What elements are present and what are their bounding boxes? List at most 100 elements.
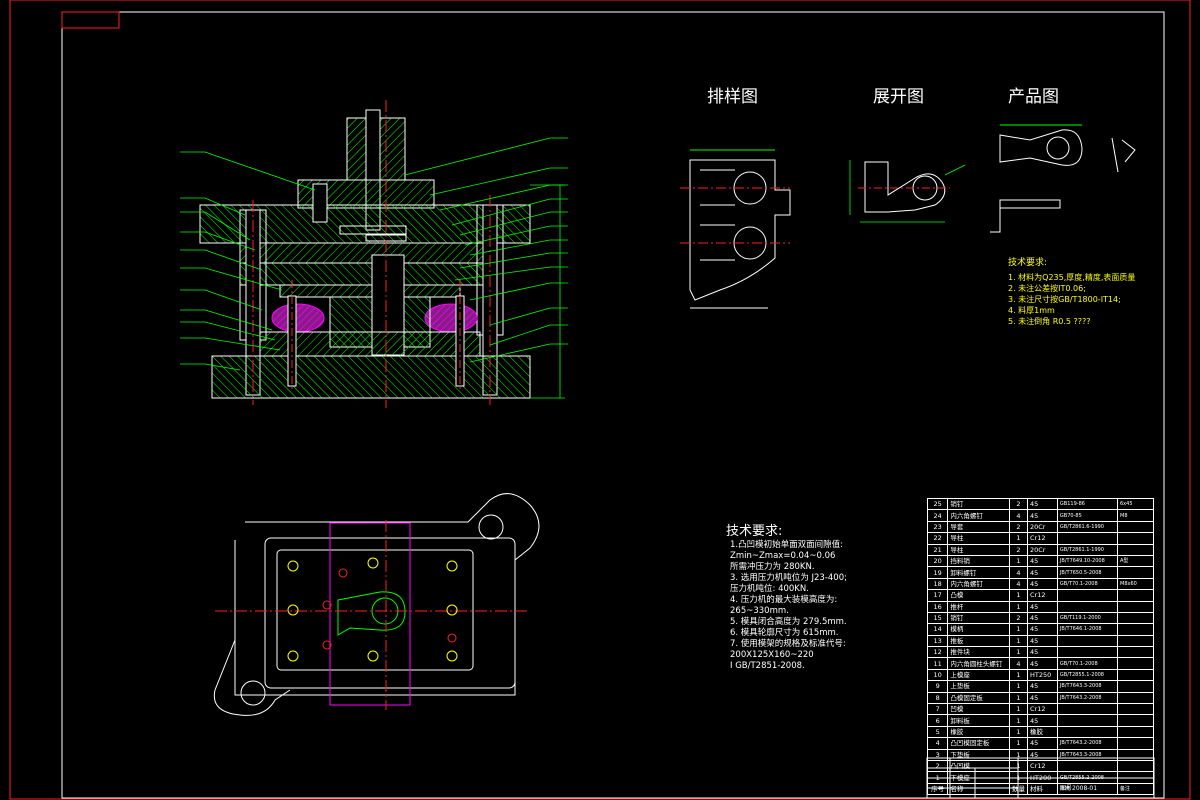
bom-cell-note	[1117, 714, 1154, 727]
bom-header-no: 序号	[926, 782, 949, 796]
bom-cell-std	[1056, 703, 1119, 716]
bom-cell-qty: 1	[1008, 554, 1028, 568]
bom-cell-std: GB/T70.1-2008	[1056, 577, 1119, 591]
bom-cell-name: 销钉	[947, 611, 1010, 625]
bom-cell-mat: 45	[1026, 497, 1058, 511]
tech-req-line: 200X125X160~220	[730, 650, 814, 660]
bom-cell-std: GB/T2861.1-1990	[1056, 543, 1119, 556]
product-notes-title: 技术要求:	[1008, 258, 1048, 268]
bom-cell-name: 模柄	[947, 623, 1010, 636]
bom-cell-note	[1117, 680, 1154, 693]
bom-cell-qty: 1	[1008, 691, 1028, 705]
bom-cell-name: 内六角螺钉	[947, 509, 1010, 522]
bom-cell-qty: 1	[1008, 634, 1028, 648]
bom-cell-note	[1117, 691, 1154, 705]
tech-req-line: 4. 压力机的最大装模高度为:	[730, 595, 838, 605]
bom-cell-no: 15	[926, 611, 949, 625]
bom-cell-name: 凹模	[947, 703, 1010, 716]
tech-req-line: 6. 模具轮廓尺寸为 615mm.	[730, 628, 839, 638]
bom-cell-qty: 2	[1008, 611, 1028, 625]
bom-cell-mat: 45	[1026, 577, 1058, 591]
tech-req-line: Zmin~Zmax=0.04~0.06	[730, 551, 836, 561]
bom-cell-note	[1117, 668, 1154, 682]
bom-cell-no: 7	[926, 703, 949, 716]
bom-cell-no: 13	[926, 634, 949, 648]
bom-cell-no: 23	[926, 520, 949, 534]
bom-cell-std: JB/T7643.2-2008	[1056, 737, 1119, 750]
tech-requirements-title: 技术要求:	[726, 524, 783, 539]
unfold-title: 展开图	[873, 87, 924, 107]
bom-cell-std: JB/T7649.10-2008	[1056, 554, 1119, 568]
bom-cell-std: GB119-86	[1056, 497, 1119, 511]
bom-cell-mat: 橡胶	[1026, 725, 1058, 739]
bom-cell-note	[1117, 646, 1154, 659]
bom-cell-qty: 1	[1008, 714, 1028, 727]
bom-cell-qty: 1	[1008, 759, 1028, 773]
bom-cell-std: GB/T2855.1-2008	[1056, 668, 1119, 682]
bom-cell-name: 导柱	[947, 532, 1010, 545]
product-note-line: 5. 未注倒角 R0.5 ????	[1008, 317, 1091, 326]
bom-cell-std	[1056, 634, 1119, 648]
bom-cell-note	[1117, 566, 1154, 579]
bom-cell-note: 6x45	[1117, 497, 1154, 511]
bom-cell-qty: 2	[1008, 543, 1028, 556]
plan-view-screws	[287, 557, 458, 662]
bom-cell-qty: 4	[1008, 566, 1028, 579]
bom-cell-name: 推板	[947, 634, 1010, 648]
bom-cell-std: JB/T7646.1-2008	[1056, 623, 1119, 636]
drawing-border	[61, 11, 1165, 799]
bom-cell-qty: 1	[1008, 646, 1028, 659]
bom-cell-note	[1117, 725, 1154, 739]
bom-cell-no: 2	[926, 759, 949, 773]
bom-cell-no: 6	[926, 714, 949, 727]
bom-cell-no: 20	[926, 554, 949, 568]
bom-cell-mat: 45	[1026, 646, 1058, 659]
bom-cell-note	[1117, 759, 1154, 773]
bom-cell-note	[1117, 703, 1154, 716]
bom-cell-name: 橡胶	[947, 725, 1010, 739]
plan-view	[213, 493, 540, 716]
bom-cell-no: 14	[926, 623, 949, 636]
bom-cell-no: 16	[926, 600, 949, 613]
bom-cell-qty: 4	[1008, 509, 1028, 522]
product-title: 产品图	[1008, 87, 1059, 107]
bom-cell-name: 上垫板	[947, 680, 1010, 693]
bom-cell-std	[1056, 759, 1119, 773]
bom-cell-name: 内六角圆柱头螺钉	[947, 657, 1010, 670]
bom-cell-no: 24	[926, 509, 949, 522]
bom-cell-mat: 45	[1026, 566, 1058, 579]
bom-cell-no: 25	[926, 497, 949, 511]
bom-cell-name: 凸模	[947, 589, 1010, 602]
bom-header-std: 标准	[1056, 782, 1119, 796]
bom-cell-no: 9	[926, 680, 949, 693]
bom-cell-mat: 45	[1026, 680, 1058, 693]
tech-req-line: 5. 模具闭合高度为 279.5mm.	[730, 617, 847, 627]
bom-cell-std: GB/T119.1-2000	[1056, 611, 1119, 625]
bom-header-qty: 数量	[1008, 782, 1028, 796]
bom-cell-note	[1117, 748, 1154, 762]
bom-cell-std	[1056, 600, 1119, 613]
bom-cell-name: 推杆	[947, 600, 1010, 613]
bom-cell-qty: 1	[1008, 668, 1028, 682]
product-note-line: 1. 材料为Q235,厚度,精度,表面质量	[1008, 273, 1136, 282]
bom-cell-note	[1117, 600, 1154, 613]
bom-cell-qty: 4	[1008, 657, 1028, 670]
bom-cell-no: 8	[926, 691, 949, 705]
bom-cell-note	[1117, 520, 1154, 534]
bom-cell-qty: 1	[1008, 623, 1028, 636]
bom-cell-no: 11	[926, 657, 949, 670]
